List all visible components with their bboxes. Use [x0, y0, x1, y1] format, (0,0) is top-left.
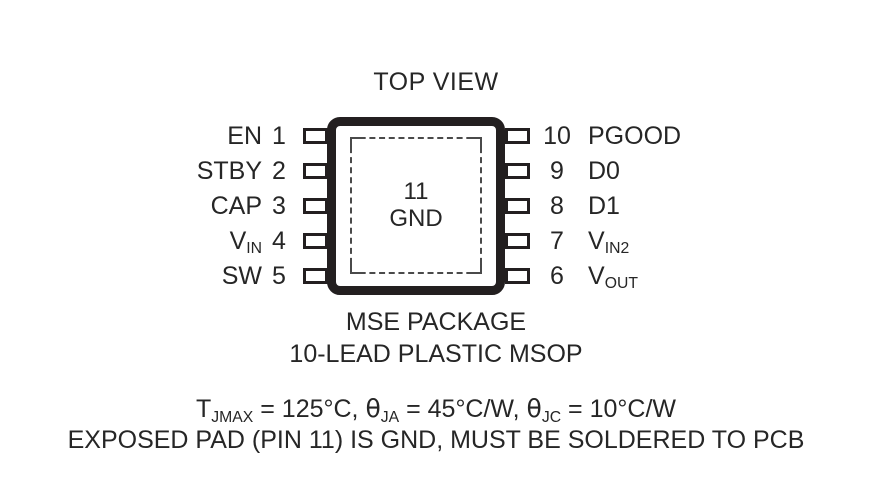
pin-name-stby: STBY [196, 156, 262, 185]
pin-name-vout: VOUT [588, 261, 638, 293]
pin-number-9: 9 [550, 156, 564, 185]
pin-number-7: 7 [550, 226, 564, 255]
package-name: MSE PACKAGE [345, 308, 527, 336]
lead-pin-3 [303, 198, 328, 214]
package-assembly: 11 GND EN 1 STBY 2 CAP 3 VIN 4 SW 5 [0, 117, 872, 297]
package-description: 10-LEAD PLASTIC MSOP [289, 340, 583, 368]
theta-ja-value: = 45°C/W, [399, 395, 527, 423]
pin-name-d1: D1 [588, 191, 620, 220]
lead-pin-4 [303, 233, 328, 249]
lead-pin-5 [303, 268, 328, 284]
pin-name-en: EN [227, 121, 262, 150]
top-view-label: TOP VIEW [373, 68, 499, 96]
pin-number-6: 6 [550, 261, 564, 290]
exposed-pad-number: 11 [403, 177, 429, 205]
theta-ja-symbol: θ [365, 394, 381, 423]
pin-name-vin2-subscript: IN2 [604, 240, 630, 258]
pin-label-row-4: VIN 4 [0, 227, 296, 258]
exposed-pad-name: GND [389, 205, 443, 233]
pin-number-10: 10 [543, 121, 571, 150]
theta-jc-symbol: θ [526, 394, 542, 423]
pad-corner-bottom-left [350, 263, 361, 274]
pin-name-vin: VIN [229, 226, 262, 258]
pin-label-row-6: 6 VOUT [540, 262, 870, 293]
pin-number-3: 3 [272, 191, 286, 220]
pin-number-5: 5 [272, 261, 286, 290]
tjmax-value: = 125°C, [253, 395, 366, 423]
package-body: 11 GND [327, 117, 505, 295]
package-caption: MSE PACKAGE 10-LEAD PLASTIC MSOP [0, 306, 872, 370]
pin-label-row-7: 7 VIN2 [540, 227, 870, 258]
pin-number-8: 8 [550, 191, 564, 220]
pin-name-vout-subscript: OUT [604, 275, 638, 293]
pin-label-row-2: STBY 2 [0, 157, 296, 185]
pin-name-vin2: VIN2 [588, 226, 630, 258]
exposed-pad-outline: 11 GND [350, 137, 482, 274]
lead-pin-9 [505, 163, 530, 179]
pin-name-pgood: PGOOD [588, 121, 682, 150]
lead-pin-10 [505, 128, 530, 144]
exposed-pad-note: EXPOSED PAD (PIN 11) IS GND, MUST BE SOL… [67, 426, 805, 454]
theta-jc-subscript: JC [541, 408, 562, 426]
tjmax-symbol: T [196, 395, 212, 423]
pin-name-vin-subscript: IN [246, 240, 262, 258]
pin-label-row-1: EN 1 [0, 122, 296, 150]
exposed-pad-text: 11 GND [352, 178, 480, 234]
pin-label-row-3: CAP 3 [0, 192, 296, 220]
pin-number-4: 4 [272, 226, 286, 255]
pin-name-cap: CAP [210, 191, 262, 220]
thermal-resistance-line: TJMAX = 125°C, θJA = 45°C/W, θJC = 10°C/… [0, 393, 872, 426]
pin-number-2: 2 [272, 156, 286, 185]
pin-name-d0: D0 [588, 156, 620, 185]
lead-pin-7 [505, 233, 530, 249]
pin-name-sw: SW [221, 261, 262, 290]
pad-corner-top-left [350, 137, 361, 148]
thermal-notes: TJMAX = 125°C, θJA = 45°C/W, θJC = 10°C/… [0, 393, 872, 456]
lead-pin-2 [303, 163, 328, 179]
pad-corner-top-right [471, 137, 482, 148]
pin-number-1: 1 [272, 121, 286, 150]
pin-label-row-9: 9 D0 [540, 157, 870, 185]
tjmax-subscript: JMAX [211, 408, 254, 426]
lead-pin-6 [505, 268, 530, 284]
lead-pin-1 [303, 128, 328, 144]
lead-pin-8 [505, 198, 530, 214]
pin-label-row-5: SW 5 [0, 262, 296, 290]
pin-label-row-10: 10 PGOOD [540, 122, 870, 150]
theta-jc-value: = 10°C/W [561, 395, 676, 423]
pad-corner-bottom-right [471, 263, 482, 274]
theta-ja-subscript: JA [380, 408, 400, 426]
pin-label-row-8: 8 D1 [540, 192, 870, 220]
